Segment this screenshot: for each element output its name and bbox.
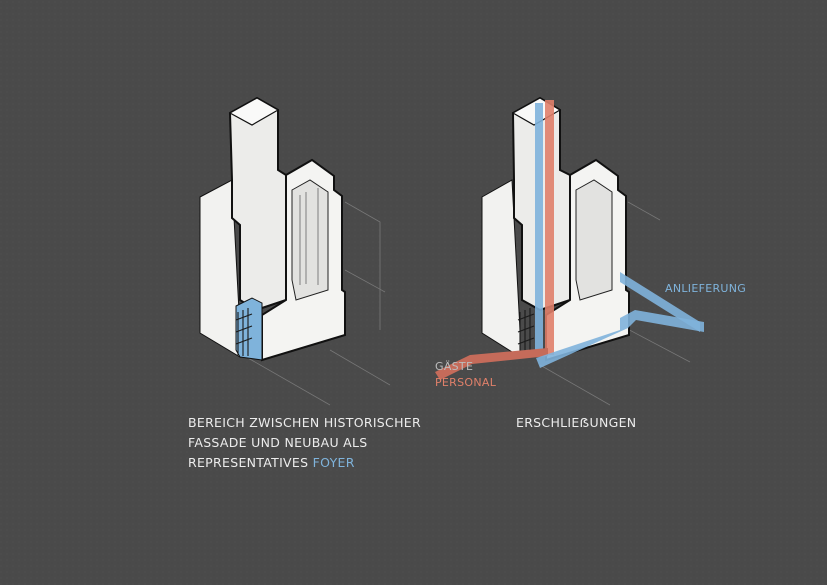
base-grid-right	[517, 308, 535, 356]
caption-left-line3-prefix: REPRESENTATIVES	[188, 455, 313, 470]
path-personal	[435, 348, 548, 380]
caption-foyer: FOYER	[312, 455, 355, 470]
core-red-right	[545, 100, 554, 355]
foyer-blue	[235, 297, 263, 361]
legend-gaeste: GÄSTE	[435, 360, 474, 373]
caption-left-line1: BEREICH ZWISCHEN HISTORISCHER	[188, 415, 421, 430]
facade-inner-right	[575, 179, 613, 301]
caption-left: BEREICH ZWISCHEN HISTORISCHER FASSADE UN…	[188, 413, 421, 473]
facade-inner-left	[291, 179, 329, 301]
ground-guides-left	[247, 201, 391, 406]
tower-top-left	[228, 97, 280, 126]
facade-lines-left	[299, 188, 319, 285]
caption-right: ERSCHLIEẞUNGEN	[516, 415, 637, 430]
building-left	[199, 96, 391, 406]
caption-left-line2: FASSADE UND NEUBAU ALS	[188, 435, 368, 450]
legend-personal: PERSONAL	[435, 376, 497, 389]
path-anlieferung	[620, 272, 700, 332]
foyer-grid	[235, 308, 253, 356]
caption-left-line3: REPRESENTATIVES FOYER	[188, 453, 421, 473]
building-right	[435, 96, 704, 406]
core-blue-right	[535, 103, 543, 355]
path-gaeste	[536, 310, 704, 368]
ground-guides-right	[539, 201, 691, 406]
legend-anlieferung: ANLIEFERUNG	[665, 282, 747, 295]
